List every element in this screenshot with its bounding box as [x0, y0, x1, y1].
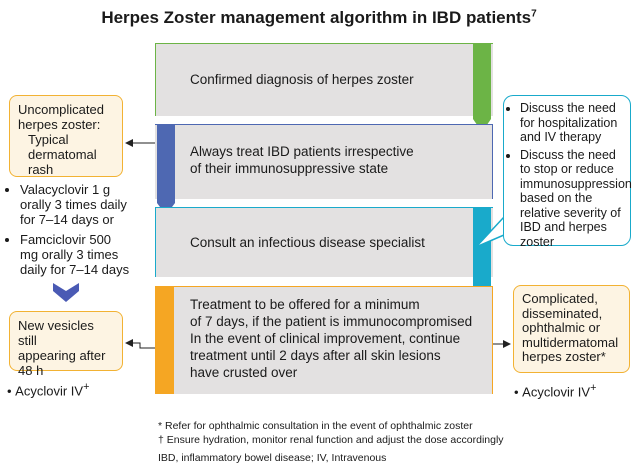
right-acyclovir-text: Acyclovir IV	[522, 384, 591, 400]
complicated-box: Complicated, disseminated, ophthalmic or…	[513, 285, 630, 373]
step-2-line-1: Always treat IBD patients irrespective	[190, 144, 414, 159]
step-2-line-2: of their immunosuppressive state	[190, 161, 389, 176]
left-acyclovir: • Acyclovir IV+	[7, 381, 89, 398]
complicated-line-4: multidermatomal	[522, 334, 619, 350]
uncomplicated-line-3: Typical	[28, 132, 69, 147]
diagram-title: Herpes Zoster management algorithm in IB…	[0, 8, 638, 28]
blue-arrow	[157, 124, 175, 215]
uncomplicated-box: Uncomplicated herpes zoster: Typical der…	[9, 95, 123, 177]
step-confirmed-diagnosis	[155, 43, 493, 116]
title-text: Herpes Zoster management algorithm in IB…	[101, 8, 532, 27]
step-consult-specialist	[155, 207, 493, 277]
footnote-3: IBD, inflammatory bowel disease; IV, Int…	[158, 452, 387, 464]
immunosuppression-item: Discuss the need to stop or reduce immun…	[520, 148, 632, 250]
step-1-text: Confirmed diagnosis of herpes zoster	[190, 72, 414, 87]
step-3-text: Consult an infectious disease specialist	[190, 235, 425, 250]
step-4-line-4: treatment until 2 days after all skin le…	[190, 348, 441, 363]
valacyclovir-item: Valacyclovir 1 g orally 3 times daily fo…	[20, 182, 130, 227]
step-treatment	[155, 286, 493, 394]
uncomplicated-line-1: Uncomplicated	[18, 102, 104, 117]
hospitalization-item: Discuss the need for hospitalization and…	[520, 101, 624, 145]
new-vesicles-line-1: New vesicles still	[18, 318, 94, 348]
left-acyclovir-mark: +	[83, 381, 90, 393]
cyan-arrow	[473, 207, 491, 298]
left-acyclovir-text: Acyclovir IV	[15, 383, 84, 399]
footnote-1: * Refer for ophthalmic consultation in t…	[158, 420, 473, 432]
title-ref: 7	[531, 8, 537, 20]
green-arrow	[473, 43, 491, 132]
step-4-line-3: In the event of clinical improvement, co…	[190, 331, 461, 346]
uncomplicated-line-4: dermatomal rash	[28, 147, 97, 177]
famciclovir-item: Famciclovir 500 mg orally 3 times daily …	[20, 232, 130, 277]
complicated-line-3: ophthalmic or	[522, 320, 601, 335]
purple-chevron-icon	[53, 283, 79, 302]
step-4-line-5: have crusted over	[190, 365, 298, 380]
complicated-line-5: herpes zoster*	[522, 349, 606, 364]
left-treatment-list: Valacyclovir 1 g orally 3 times daily fo…	[6, 182, 130, 282]
right-acyclovir: • Acyclovir IV+	[514, 382, 596, 399]
new-vesicles-box: New vesicles still appearing after 48 h	[9, 311, 123, 378]
complicated-line-1: Complicated,	[522, 291, 598, 306]
new-vesicles-line-2: appearing after	[18, 348, 106, 363]
step-always-treat	[155, 124, 493, 199]
step-2-text: Always treat IBD patients irrespective o…	[190, 143, 414, 177]
right-acyclovir-mark: +	[590, 382, 597, 394]
new-vesicles-line-3: 48 h	[18, 363, 44, 378]
orange-bar	[155, 286, 174, 394]
step-4-line-1: Treatment to be offered for a minimum	[190, 297, 420, 312]
footnote-2: † Ensure hydration, monitor renal functi…	[158, 434, 504, 446]
uncomplicated-line-2: herpes zoster:	[18, 117, 101, 132]
right-acyclovir-bullet: •	[514, 384, 523, 400]
complicated-line-2: disseminated,	[522, 305, 603, 321]
step-4-text: Treatment to be offered for a minimum of…	[190, 296, 472, 381]
discussion-bubble: Discuss the need for hospitalization and…	[503, 95, 632, 249]
left-acyclovir-bullet: •	[7, 383, 16, 399]
step-4-line-2: of 7 days, if the patient is immunocompr…	[190, 314, 473, 329]
